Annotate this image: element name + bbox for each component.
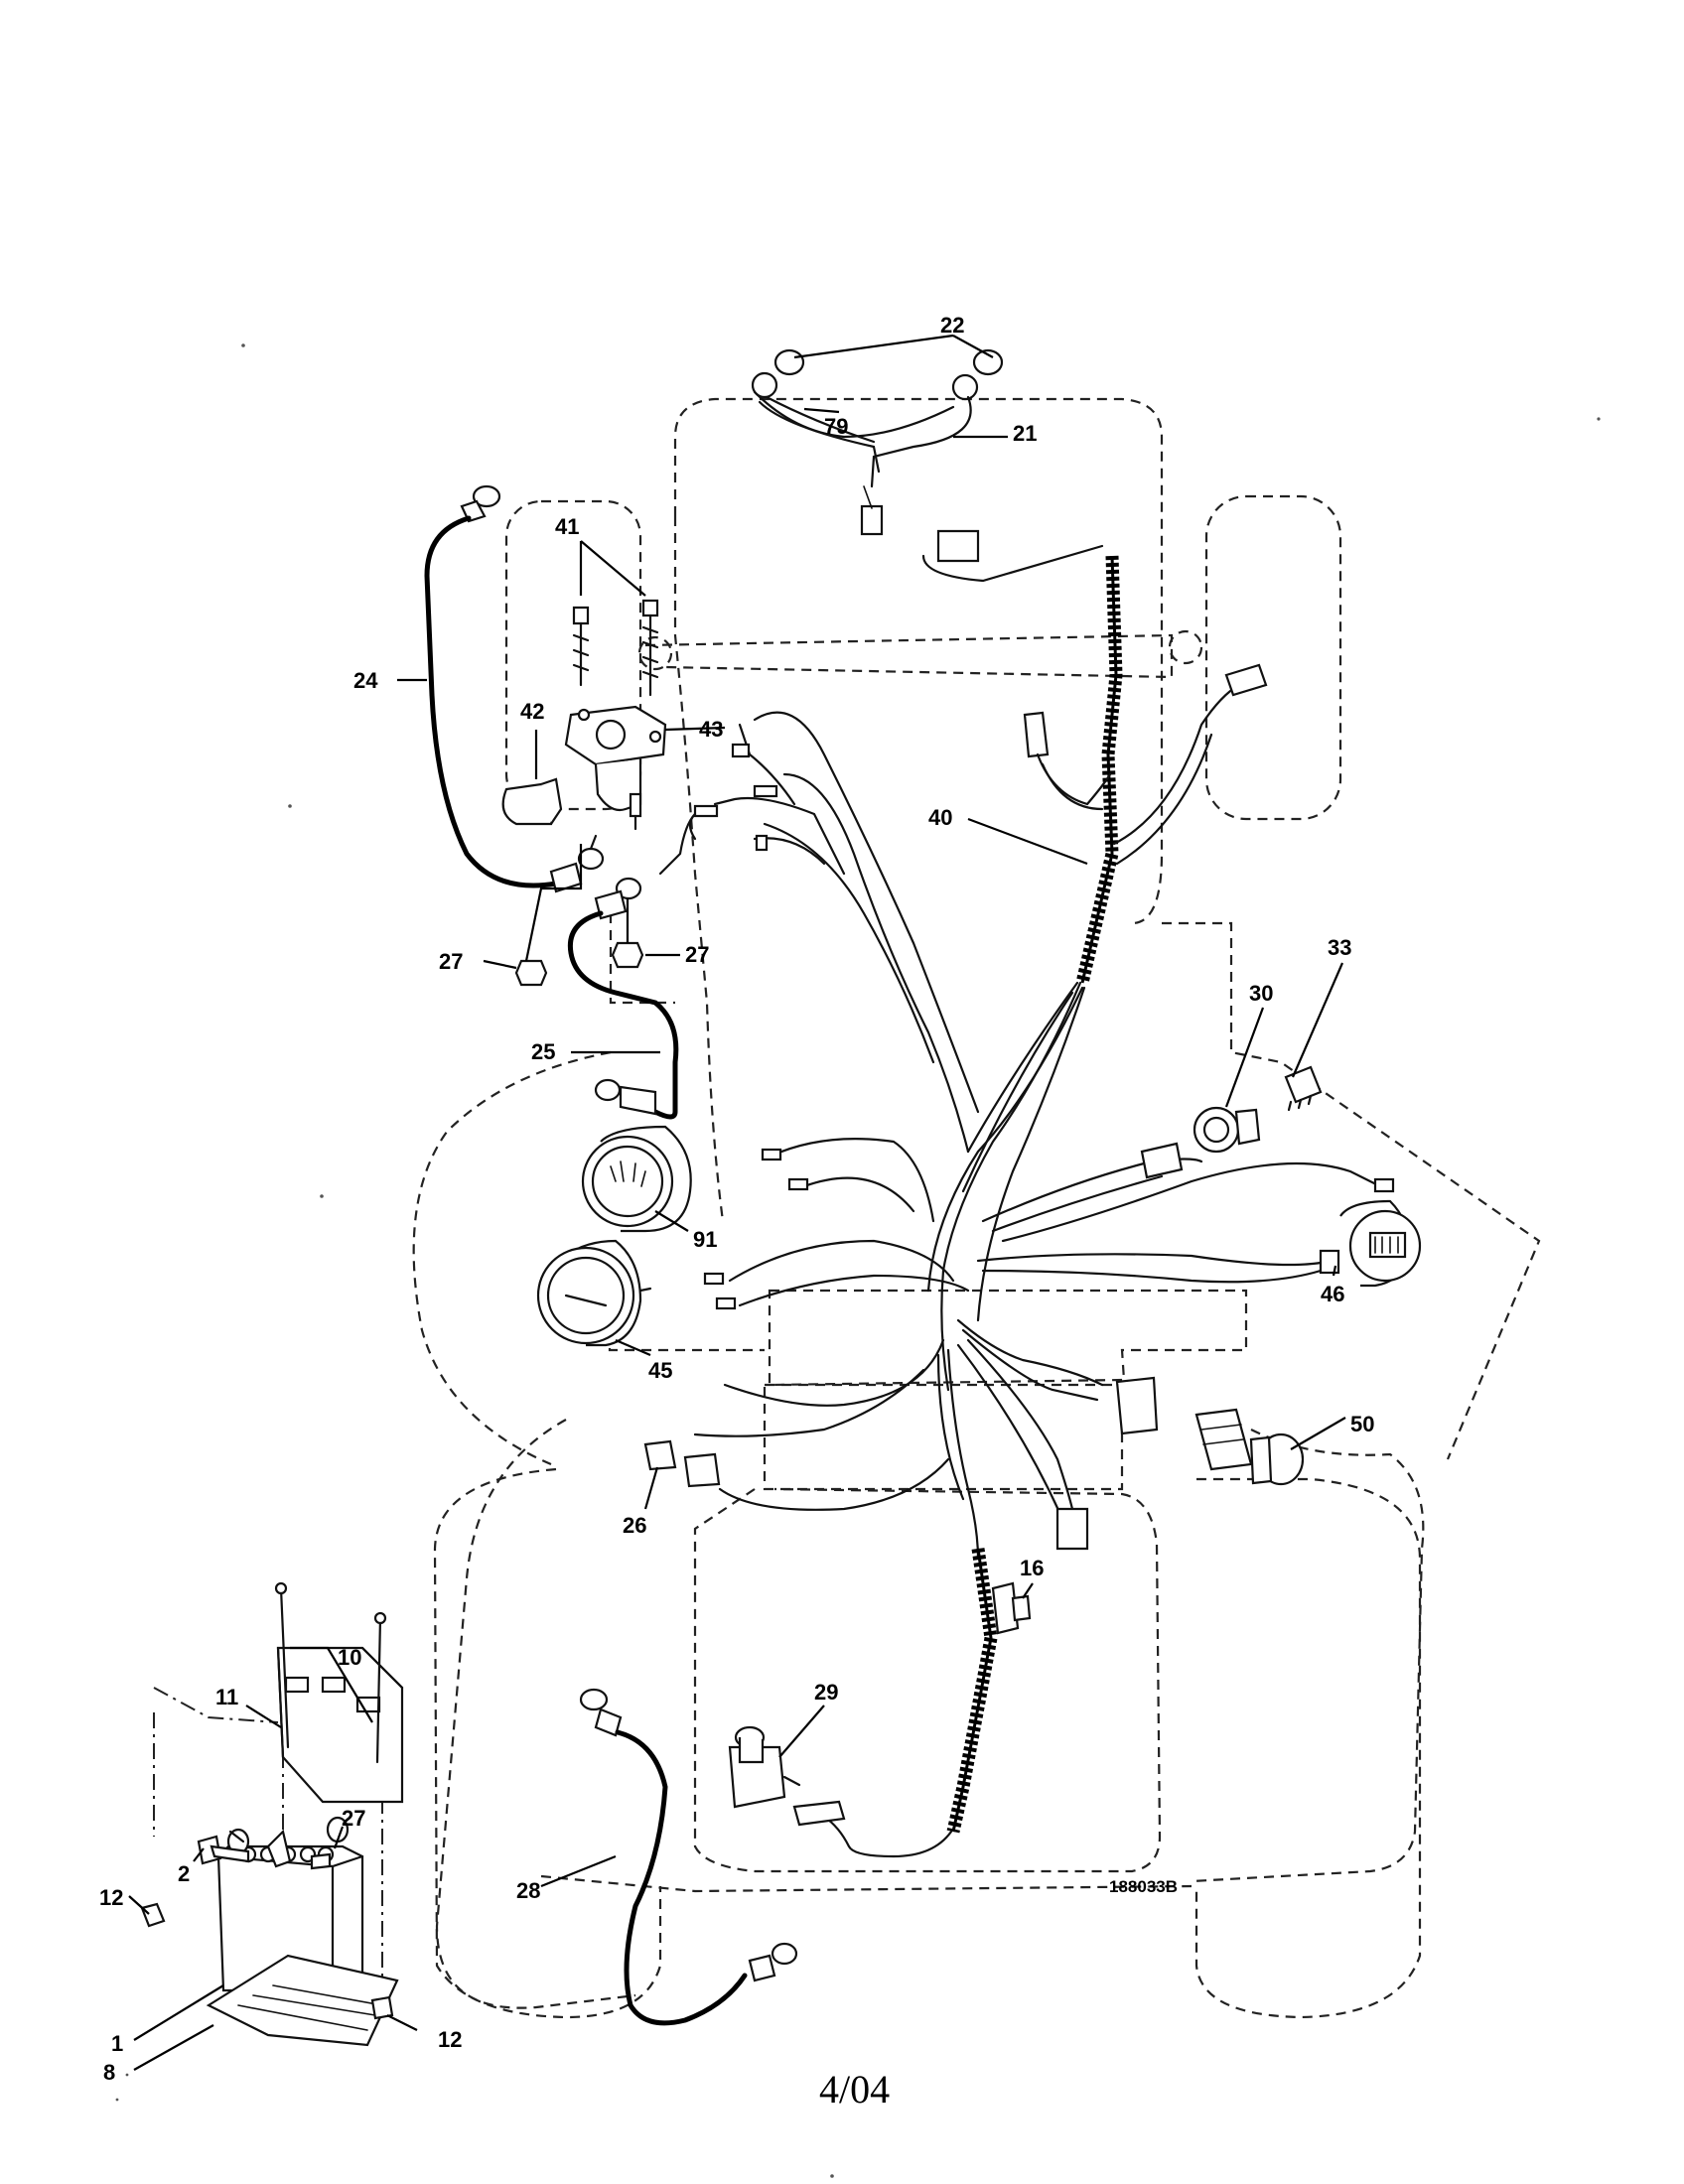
callout-12-top: 12 [99, 1885, 123, 1910]
scan-specks [115, 343, 1601, 2178]
starter-solenoid [501, 599, 667, 831]
callout-16: 16 [1020, 1556, 1044, 1580]
headlight-socket-left [751, 371, 778, 399]
battery-hardware [140, 1829, 394, 2020]
callout-22: 22 [940, 313, 964, 338]
callout-24: 24 [353, 668, 378, 693]
callout-91: 91 [693, 1227, 717, 1252]
callout-29: 29 [814, 1680, 838, 1705]
callout-33: 33 [1328, 935, 1351, 960]
callout-28: 28 [516, 1878, 540, 1903]
headlight-bulb-left [773, 348, 805, 376]
callout-45: 45 [648, 1358, 672, 1383]
callout-2: 2 [178, 1861, 190, 1886]
callout-30: 30 [1249, 981, 1273, 1006]
main-harness [643, 555, 1395, 1858]
callout-25: 25 [531, 1039, 555, 1064]
callout-10: 10 [338, 1645, 361, 1670]
callout-12-bottom: 12 [438, 2027, 462, 2052]
page-label: 4/04 [819, 2067, 890, 2112]
callout-11: 11 [215, 1685, 238, 1709]
callout-79: 79 [824, 414, 848, 439]
callout-27-left: 27 [439, 949, 463, 974]
callout-41: 41 [555, 514, 579, 539]
switch-50 [1194, 1408, 1305, 1486]
gauge-45 [536, 1239, 652, 1347]
callout-8: 8 [103, 2060, 115, 2085]
battery-hold-down [274, 1581, 404, 1804]
plug-connector-top [921, 529, 1104, 583]
headlight-bulb-right [972, 348, 1004, 376]
callout-labels: 22 79 21 41 24 42 43 40 27 27 25 33 30 9… [99, 313, 1374, 2085]
headlight-socket-right [951, 373, 979, 401]
callout-50: 50 [1350, 1412, 1374, 1436]
headlight-harness [751, 348, 1004, 536]
callout-46: 46 [1321, 1282, 1344, 1306]
leader-lines [128, 334, 1346, 2071]
headlight-connector [860, 504, 884, 536]
hour-meter-46 [1319, 1199, 1422, 1288]
callout-1: 1 [111, 2031, 123, 2056]
callout-27-battery: 27 [342, 1806, 365, 1831]
gauge-91 [581, 1125, 692, 1233]
callout-27-right: 27 [685, 942, 709, 967]
callout-26: 26 [623, 1513, 646, 1538]
callout-21: 21 [1013, 421, 1037, 446]
callout-43: 43 [699, 717, 723, 742]
callout-42: 42 [520, 699, 544, 724]
battery-cables [424, 484, 798, 2026]
battery-mount-lines [153, 1687, 383, 1990]
reference-number: 188033B [1109, 1877, 1178, 1896]
switch-33 [1284, 1065, 1323, 1112]
switch-29 [728, 1725, 801, 1809]
callout-40: 40 [928, 805, 952, 830]
ignition-switch-30 [1193, 1106, 1261, 1154]
